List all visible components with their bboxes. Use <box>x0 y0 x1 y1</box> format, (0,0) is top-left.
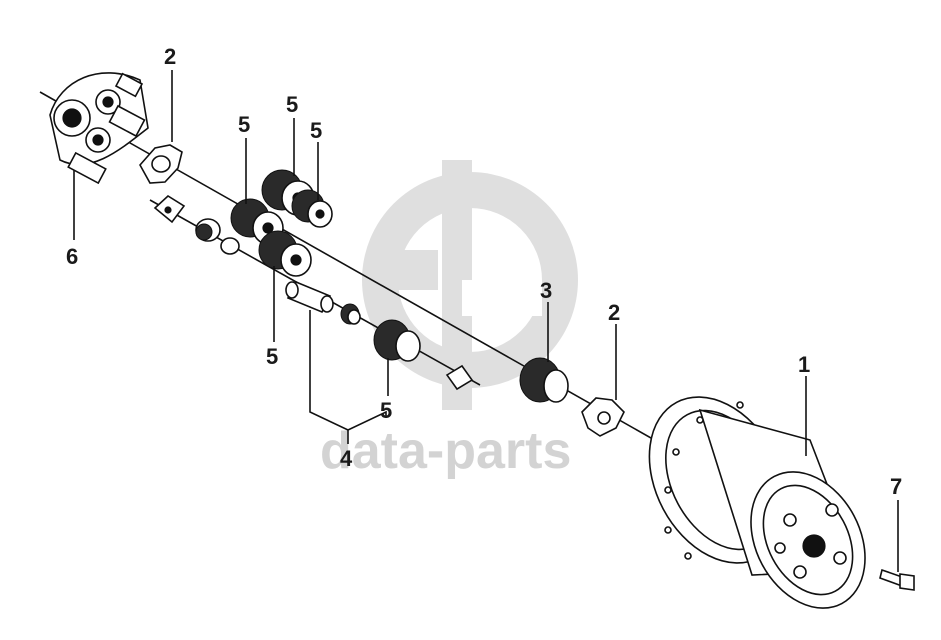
callout-4: 4 <box>340 446 353 471</box>
planet-gear-cluster <box>230 169 333 277</box>
small-washer-part <box>445 364 474 391</box>
callout-labels: 2 6 5 5 5 5 5 4 3 2 1 7 <box>66 44 902 499</box>
planet-gear-lower-part <box>258 230 312 277</box>
planet-pin-part <box>285 280 334 314</box>
needle-bearing-lower-part <box>340 303 361 325</box>
leader-lines <box>73 70 899 572</box>
planet-gear-single-part <box>373 319 421 362</box>
planet-carrier-part <box>49 72 149 185</box>
callout-5-b: 5 <box>286 92 298 117</box>
planet-gear-right-part <box>291 189 333 228</box>
thrust-washer-right-part <box>581 397 625 437</box>
callout-2-left: 2 <box>164 44 176 69</box>
callout-7: 7 <box>890 474 902 499</box>
callout-2-right: 2 <box>608 300 620 325</box>
callout-5-a: 5 <box>238 112 250 137</box>
bolt-part <box>879 568 915 591</box>
thrust-washer-left-part <box>139 144 183 184</box>
callout-5-d: 5 <box>266 344 278 369</box>
callout-1: 1 <box>798 352 810 377</box>
callout-5-c: 5 <box>310 118 322 143</box>
lock-plate-part <box>153 194 186 224</box>
needle-bearing-upper-part <box>195 218 240 255</box>
watermark-text: data-parts <box>320 422 571 480</box>
callout-3: 3 <box>540 278 552 303</box>
sun-gear-part <box>519 357 569 403</box>
housing-drum-part <box>648 396 866 609</box>
callout-5-e: 5 <box>380 398 392 423</box>
callout-6: 6 <box>66 244 78 269</box>
